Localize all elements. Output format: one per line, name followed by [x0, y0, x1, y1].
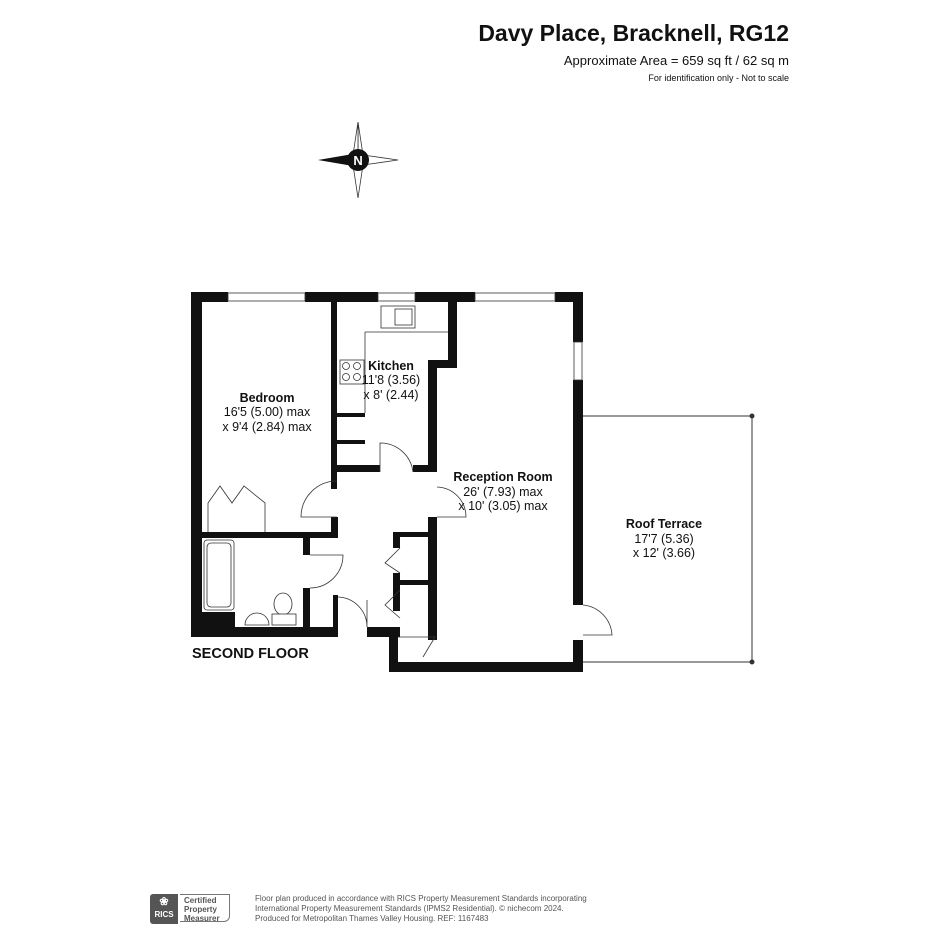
footer-line: International Property Measurement Stand… [255, 904, 564, 913]
room-dimension: 26' (7.93) max [463, 485, 543, 499]
room-kitchen: Kitchen 11'8 (3.56) x 8' (2.44) [362, 359, 420, 402]
room-name: Reception Room [453, 470, 552, 484]
cert-line: Measurer [184, 914, 220, 923]
footer-line: Floor plan produced in accordance with R… [255, 894, 587, 903]
walls [191, 292, 583, 672]
rics-badge: ❀RICS Certified Property Measurer [150, 894, 230, 924]
room-dimension: 16'5 (5.00) max [224, 405, 311, 419]
room-roof-terrace: Roof Terrace 17'7 (5.36) x 12' (3.66) [626, 517, 702, 560]
room-dimension: x 12' (3.66) [633, 546, 695, 560]
room-bedroom: Bedroom 16'5 (5.00) max x 9'4 (2.84) max [222, 391, 312, 434]
fixtures [203, 305, 448, 626]
cert-line: Certified [184, 896, 217, 905]
room-dimension: x 10' (3.05) max [458, 499, 548, 513]
room-name: Bedroom [240, 391, 295, 405]
property-title: Davy Place, Bracknell, RG12 [478, 20, 789, 46]
approximate-area: Approximate Area = 659 sq ft / 62 sq m [563, 53, 789, 68]
certified-measurer-label: Certified Property Measurer [180, 894, 230, 923]
compass-icon: N [318, 121, 399, 199]
room-dimension: 11'8 (3.56) [362, 373, 420, 387]
room-dimension: 17'7 (5.36) [634, 532, 693, 546]
footer-text: Floor plan produced in accordance with R… [255, 894, 587, 924]
rics-logo: ❀RICS [150, 894, 178, 924]
room-name: Kitchen [368, 359, 414, 373]
room-dimension: x 9'4 (2.84) max [222, 420, 312, 434]
windows [227, 292, 583, 381]
floor-label: SECOND FLOOR [192, 646, 309, 662]
compass-north-label: N [353, 153, 362, 168]
cert-line: Property [184, 905, 217, 914]
room-dimension: x 8' (2.44) [363, 388, 418, 402]
room-reception: Reception Room 26' (7.93) max x 10' (3.0… [453, 470, 552, 513]
rics-logo-text: RICS [154, 910, 174, 919]
doors[interactable] [207, 442, 613, 658]
basin-icon [244, 612, 270, 626]
roof-terrace-outline [583, 413, 755, 665]
footer-line: Produced for Metropolitan Thames Valley … [255, 914, 489, 923]
disclaimer-note: For identification only - Not to scale [648, 73, 789, 83]
toilet-icon [273, 592, 293, 616]
room-name: Roof Terrace [626, 517, 702, 531]
